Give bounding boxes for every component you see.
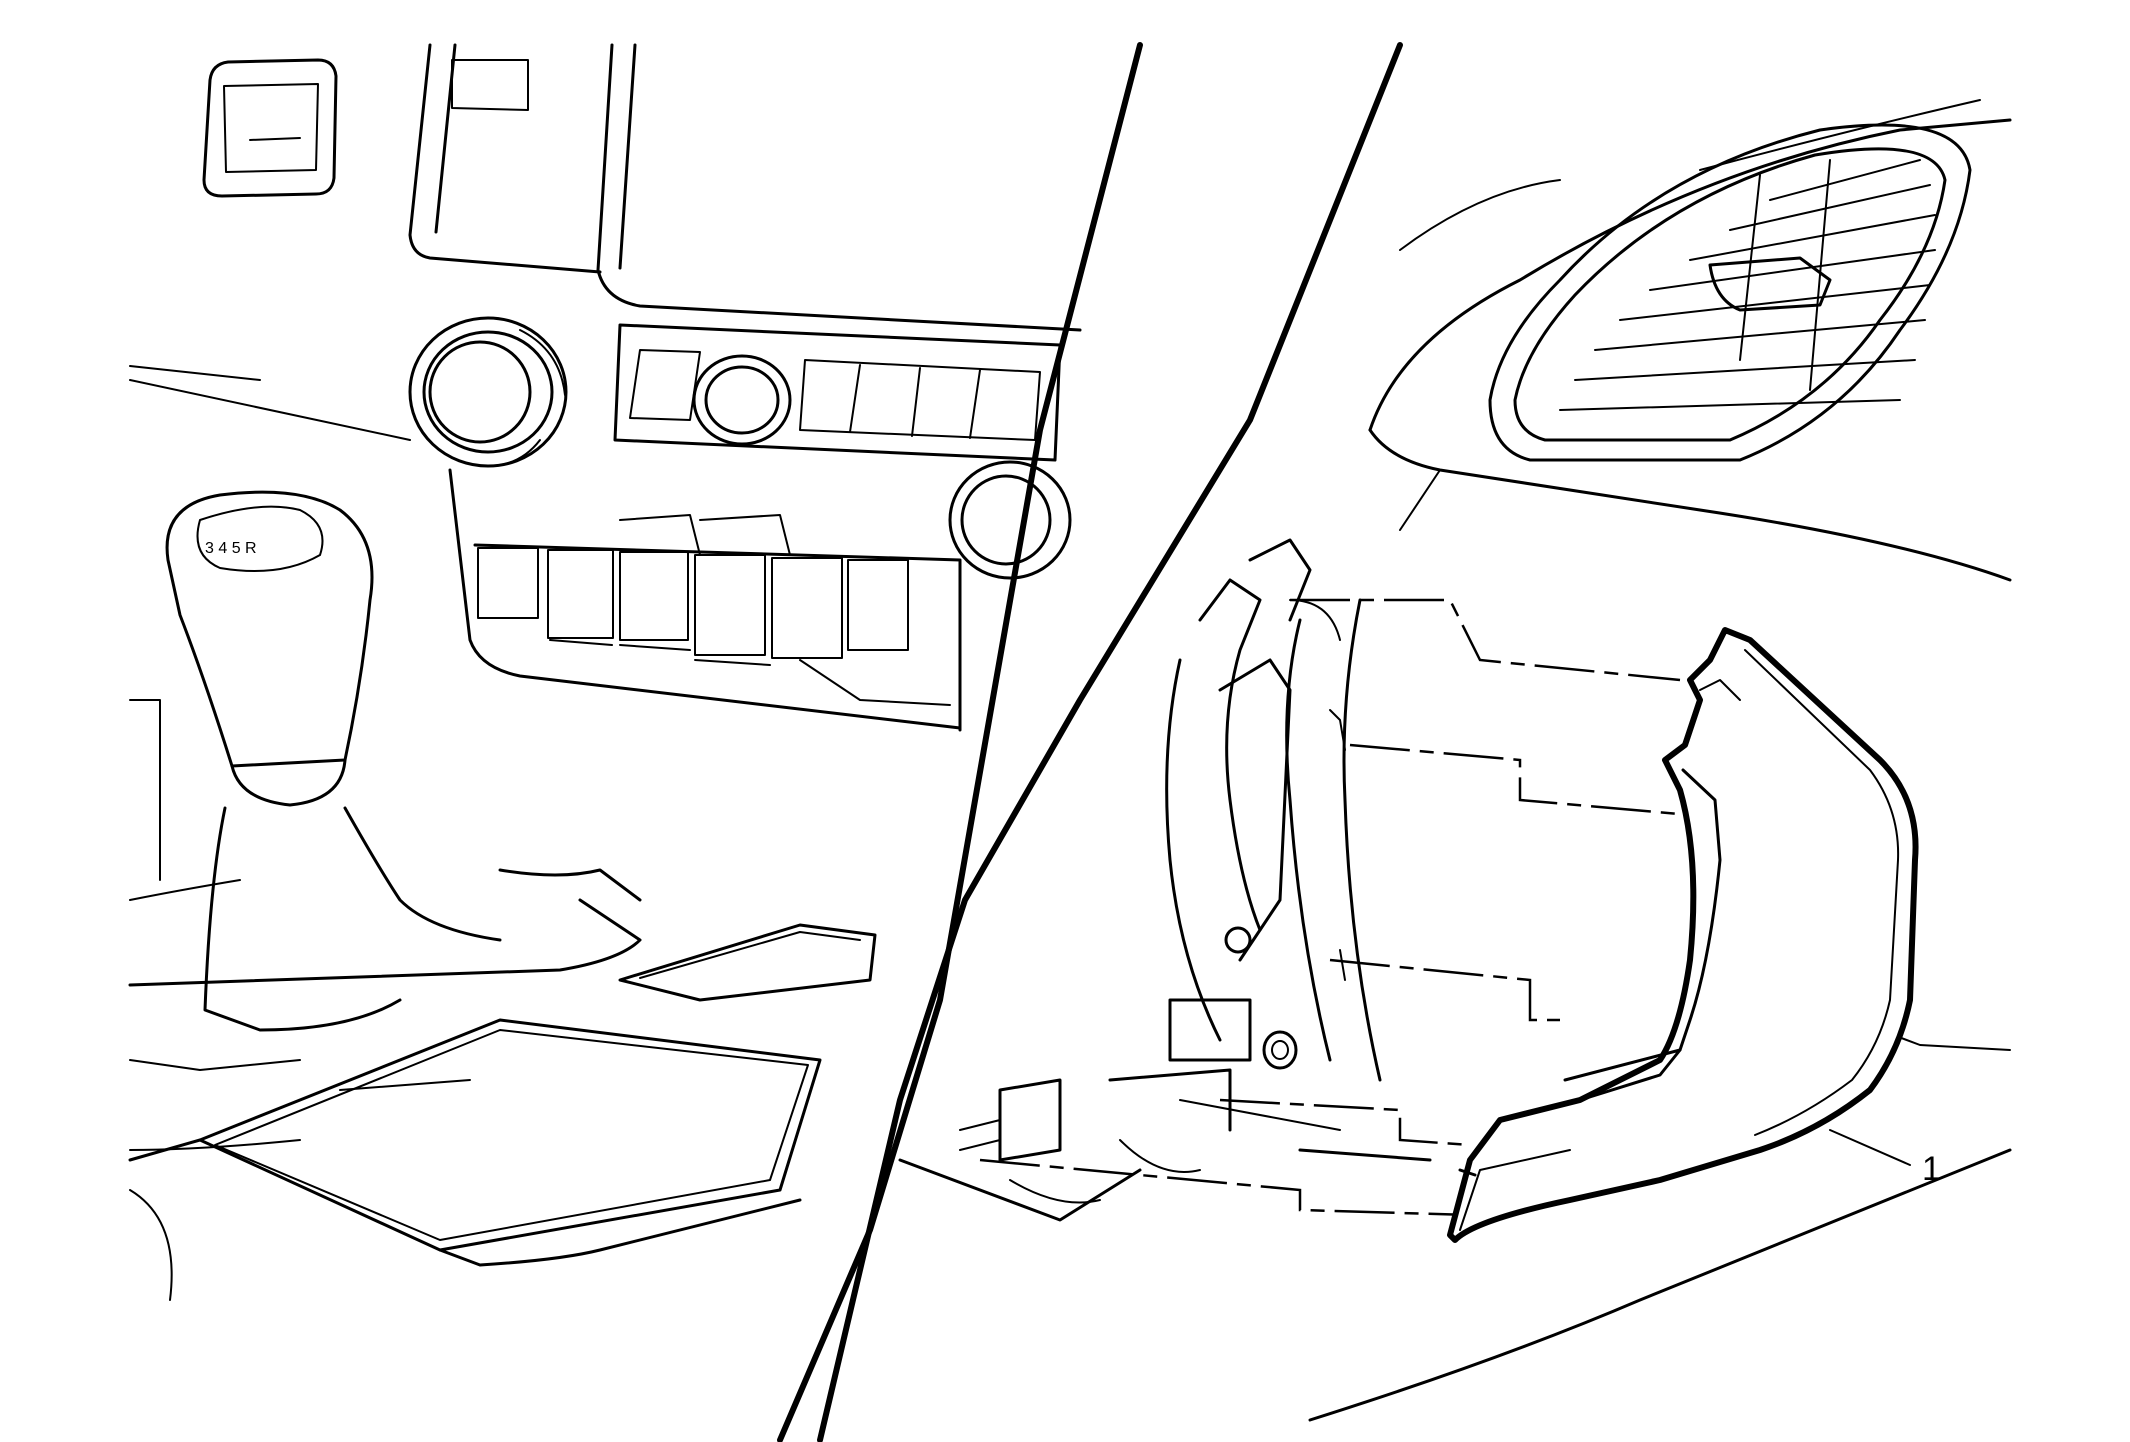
dash-line-left-2 (129, 379, 411, 441)
console-storage-lid (128, 1018, 822, 1267)
dash-line-left (129, 365, 261, 381)
shifter-pattern-label: 3 4 5 R (205, 540, 257, 557)
center-pillar (777, 42, 1403, 1442)
right-dash-upper (1368, 99, 2012, 582)
center-control-knob (613, 323, 1062, 462)
callout-1: 1 (1829, 1129, 1941, 1188)
mounting-bracket (959, 538, 1382, 1204)
left-control-knob (408, 316, 568, 468)
display-screen (408, 43, 1082, 332)
gear-shift-knob: 3 4 5 R (165, 490, 502, 1032)
hazard-switch (202, 58, 338, 198)
cup-holder-tray (128, 868, 877, 1002)
air-vent (1488, 123, 1972, 462)
trim-panel-part (1447, 627, 1919, 1243)
right-control-knob (948, 460, 1072, 580)
alignment-guides (979, 598, 1691, 1217)
left-console (129, 699, 301, 1301)
callout-1-label: 1 (1922, 1150, 1941, 1188)
climate-button-bank (448, 468, 962, 732)
